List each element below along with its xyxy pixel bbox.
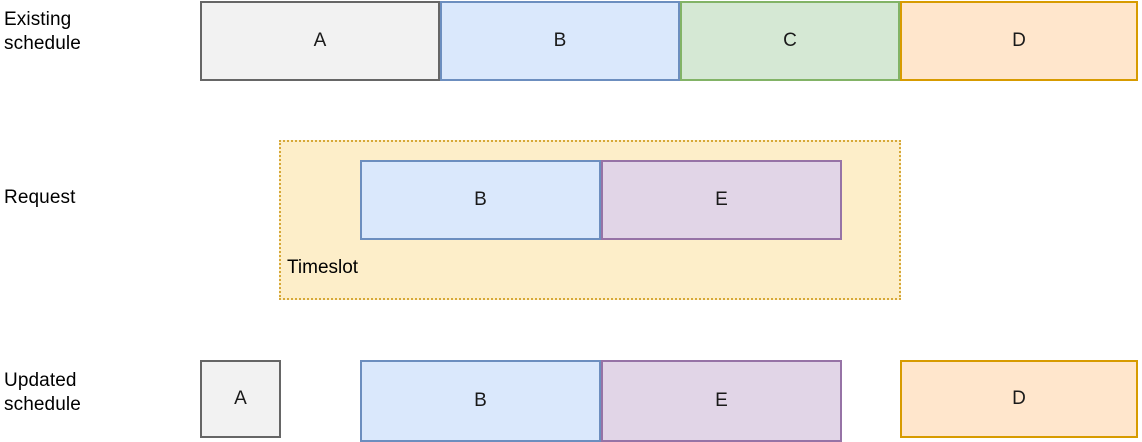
existing-schedule-box-d: D	[900, 1, 1138, 81]
updated-schedule-box-b: B	[360, 360, 601, 442]
updated-schedule-box-a: A	[200, 360, 281, 438]
row-label-updated-schedule: Updated schedule	[4, 370, 81, 415]
existing-schedule-box-c: C	[680, 1, 900, 81]
request-box-b: B	[360, 160, 601, 240]
row-label-request: Request	[4, 187, 76, 208]
updated-schedule-box-d: D	[900, 360, 1138, 438]
timeslot-caption: Timeslot	[287, 257, 359, 278]
row-label-existing-schedule: Existing schedule	[4, 9, 81, 54]
existing-schedule-box-a: A	[200, 1, 440, 81]
updated-schedule-box-e: E	[601, 360, 842, 442]
existing-schedule-box-b: B	[440, 1, 680, 81]
request-box-e: E	[601, 160, 842, 240]
